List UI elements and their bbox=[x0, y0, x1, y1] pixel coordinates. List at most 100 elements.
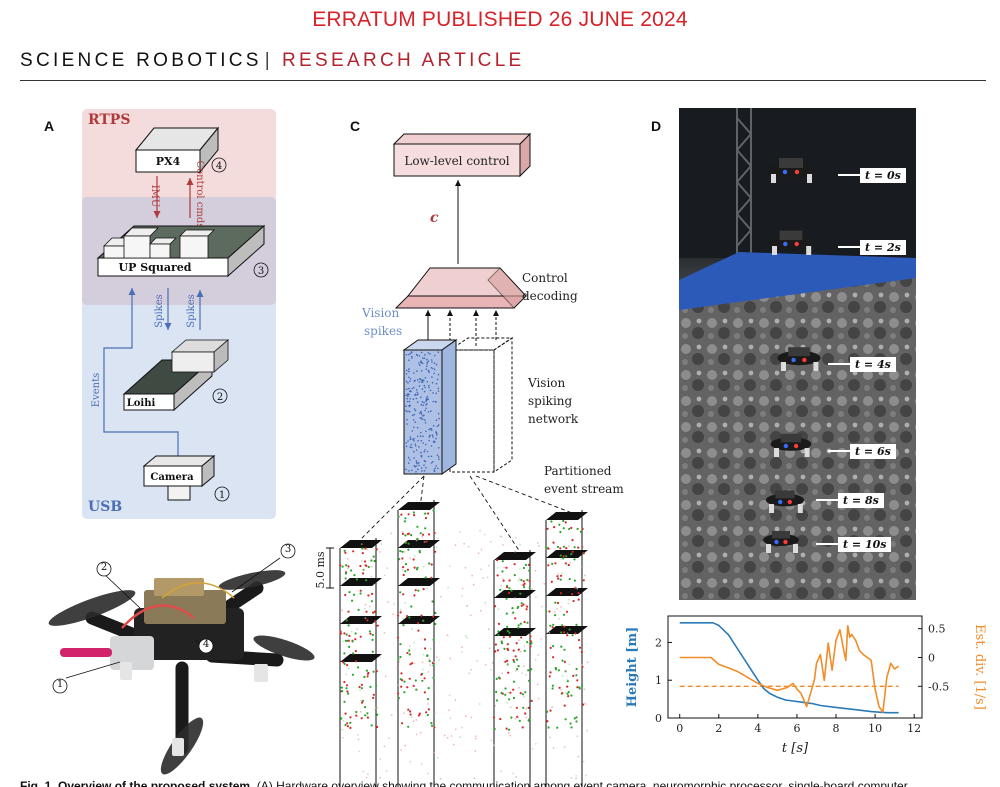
spike-dot bbox=[435, 437, 437, 440]
event-stack bbox=[545, 510, 588, 787]
event-dot bbox=[559, 530, 562, 534]
event-dot-faint bbox=[570, 777, 573, 779]
drone-label-4: 4 bbox=[202, 639, 210, 650]
event-dot-faint bbox=[502, 544, 504, 546]
event-dot bbox=[399, 591, 402, 594]
event-dot bbox=[359, 589, 362, 592]
event-dot bbox=[425, 540, 428, 543]
vision-network-label-3: network bbox=[528, 412, 579, 426]
spike-dot bbox=[409, 446, 412, 449]
event-dot-faint bbox=[519, 543, 521, 546]
event-dot-faint bbox=[577, 755, 580, 758]
spike-dot bbox=[409, 378, 412, 380]
x-tick-label: 10 bbox=[868, 722, 882, 735]
event-dot-faint bbox=[461, 726, 464, 729]
partitioned-label-1: Partitioned bbox=[544, 464, 612, 478]
spike-dot bbox=[421, 381, 423, 384]
event-dot bbox=[562, 527, 565, 530]
event-dot-faint bbox=[567, 602, 570, 605]
event-dot bbox=[344, 712, 347, 715]
event-dot bbox=[426, 654, 429, 658]
spike-dot bbox=[426, 403, 428, 405]
spike-dot bbox=[434, 354, 436, 357]
event-dot-faint bbox=[365, 776, 368, 779]
event-dot bbox=[430, 576, 433, 579]
event-dot-faint bbox=[390, 714, 393, 716]
event-dot bbox=[343, 700, 346, 703]
event-dot-faint bbox=[535, 596, 537, 599]
event-dot bbox=[397, 697, 400, 700]
event-dot bbox=[527, 563, 530, 566]
event-dot bbox=[517, 624, 520, 627]
spike-dot bbox=[418, 464, 420, 467]
spike-dot bbox=[428, 384, 430, 387]
x-tick-label: 6 bbox=[793, 722, 800, 735]
event-dot bbox=[495, 699, 498, 702]
event-dot bbox=[352, 550, 355, 553]
drone-photo bbox=[22, 538, 322, 778]
event-dot-faint bbox=[393, 603, 395, 606]
event-dot bbox=[523, 649, 526, 653]
event-dot bbox=[353, 593, 356, 596]
event-dot bbox=[412, 558, 415, 561]
event-dot-faint bbox=[396, 667, 399, 670]
event-dot-faint bbox=[561, 572, 563, 575]
usb-label: USB bbox=[88, 499, 123, 515]
spike-dot bbox=[406, 418, 408, 421]
event-dot bbox=[404, 534, 407, 537]
event-dot bbox=[572, 674, 575, 678]
event-dot bbox=[400, 672, 403, 675]
spike-dot bbox=[435, 431, 437, 433]
spike-dot bbox=[430, 445, 433, 447]
event-dot-faint bbox=[427, 671, 430, 673]
event-dot-faint bbox=[461, 646, 463, 649]
spike-dot bbox=[416, 401, 419, 403]
event-dot-faint bbox=[398, 660, 400, 663]
event-dot bbox=[545, 546, 548, 549]
event-dot bbox=[569, 722, 572, 725]
event-dot-faint bbox=[531, 748, 534, 750]
drone-snapshot bbox=[770, 433, 812, 457]
event-dot bbox=[371, 592, 374, 595]
event-dot bbox=[367, 594, 370, 597]
event-dot-faint bbox=[374, 708, 376, 710]
spike-dot bbox=[430, 410, 432, 412]
event-dot-faint bbox=[477, 552, 480, 555]
label-3-circle bbox=[253, 262, 269, 278]
event-dot bbox=[576, 686, 579, 689]
event-dot bbox=[499, 588, 502, 591]
event-dot bbox=[424, 527, 427, 530]
event-dot bbox=[512, 658, 515, 662]
event-dot bbox=[558, 686, 561, 689]
spike-dot bbox=[425, 467, 427, 469]
event-dot bbox=[551, 684, 554, 687]
spike-dot bbox=[409, 436, 412, 438]
spike-dot bbox=[418, 385, 421, 387]
event-dot bbox=[505, 612, 508, 615]
event-dot-faint bbox=[472, 583, 475, 586]
event-dot bbox=[348, 634, 351, 638]
event-dot-faint bbox=[491, 662, 494, 664]
event-dot bbox=[559, 554, 562, 557]
event-dot bbox=[497, 630, 500, 633]
label-4: 4 bbox=[216, 161, 222, 172]
event-dot bbox=[368, 630, 371, 633]
event-dot-faint bbox=[525, 604, 527, 607]
x-tick-label: 8 bbox=[833, 722, 840, 735]
event-dot bbox=[515, 642, 518, 645]
spike-dot bbox=[435, 363, 438, 366]
spike-dot bbox=[405, 468, 407, 471]
spike-dot bbox=[410, 351, 413, 354]
event-dot bbox=[579, 530, 583, 533]
event-dot bbox=[506, 625, 509, 629]
event-dot bbox=[401, 550, 404, 553]
event-dot-faint bbox=[560, 689, 562, 691]
event-dot-faint bbox=[341, 728, 344, 731]
timestamp-label: t = 10s bbox=[816, 535, 892, 553]
spike-dot bbox=[437, 387, 440, 390]
spike-dot bbox=[433, 368, 436, 371]
event-dot bbox=[552, 623, 555, 626]
event-dot bbox=[567, 690, 570, 694]
event-dot bbox=[426, 698, 430, 701]
spike-dot bbox=[408, 359, 410, 362]
